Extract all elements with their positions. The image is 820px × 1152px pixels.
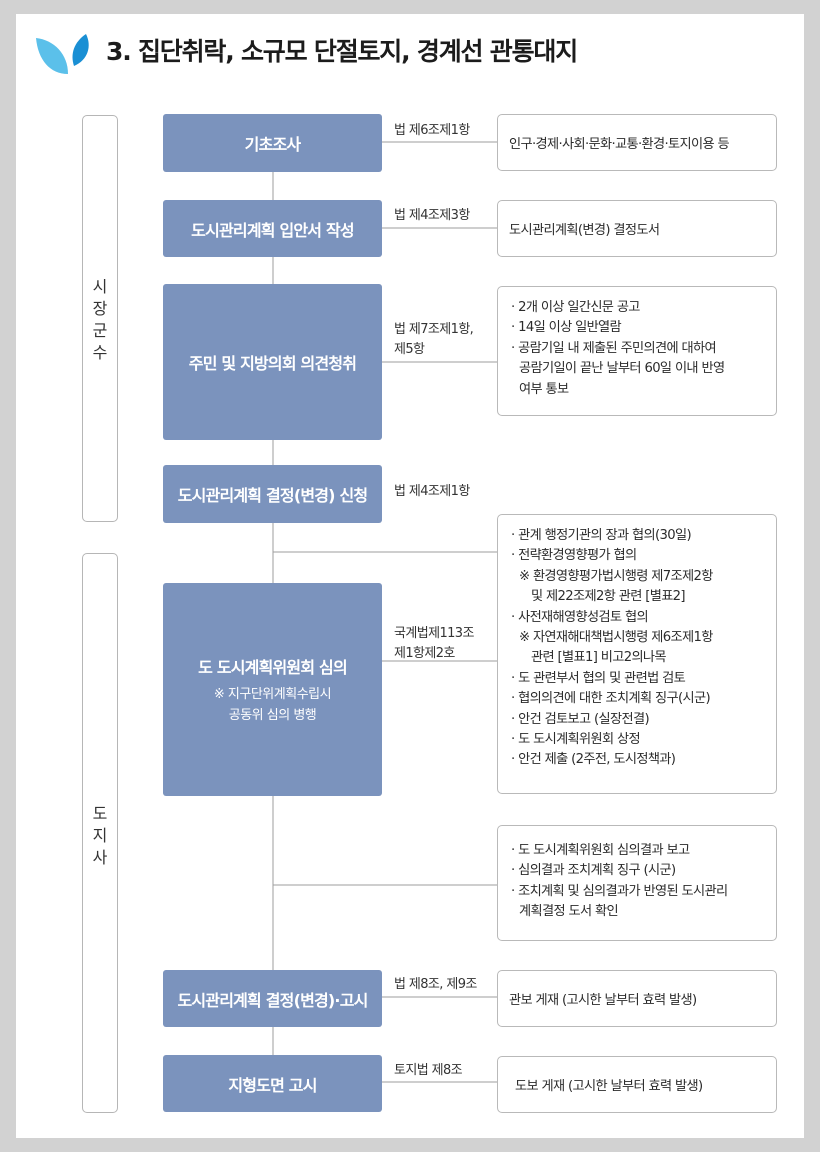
law-reference: 법 제4조제1항 [394, 482, 470, 502]
step-label: 주민 및 지방의회 의견청취 [188, 354, 357, 373]
law-reference: 법 제4조제3항 [394, 206, 470, 226]
step-label: 지형도면 고시 [228, 1075, 317, 1095]
law-line: 법 제6조제1항 [394, 123, 470, 138]
side-label-char: 군 [92, 321, 108, 340]
law-reference: 법 제8조, 제9조 [394, 975, 477, 995]
detail-line: · 조치계획 및 심의결과가 반영된 도시관리 [511, 883, 728, 899]
law-line: 제1항제2호 [394, 646, 455, 661]
detail-line: 관보 게재 (고시한 날부터 효력 발생) [509, 993, 697, 1008]
detail-line: · 공람기일 내 제출된 주민의견에 대하여 [511, 340, 717, 356]
step-basic-survey: 기초조사 [163, 114, 382, 172]
detail-box: 인구·경제·사회·문화·교통·환경·토지이용 등 [497, 114, 777, 171]
detail-line: · 안건 제출 (2주전, 도시정책과) [511, 752, 676, 768]
detail-line: · 사전재해영향성검토 협의 [511, 609, 649, 625]
detail-line: ※ 자연재해대책법시행령 제6조제1항 [519, 630, 713, 646]
page-title: 3. 집단취락, 소규모 단절토지, 경계선 관통대지 [106, 37, 578, 66]
law-line: 제5항 [394, 342, 425, 357]
detail-line: · 도 관련부서 협의 및 관련법 검토 [511, 670, 686, 686]
detail-line: 공람기일이 끝난 날부터 60일 이내 반영 [519, 361, 725, 377]
law-reference: 법 제6조제1항 [394, 121, 470, 141]
detail-line: · 2개 이상 일간신문 공고 [511, 300, 640, 315]
step-label: 도시관리계획 결정(변경)·고시 [177, 990, 368, 1010]
page: 3. 집단취락, 소규모 단절토지, 경계선 관통대지 시 장 군 수 도 지 … [16, 14, 804, 1138]
detail-line: 도보 게재 (고시한 날부터 효력 발생) [515, 1079, 703, 1094]
detail-line: · 심의결과 조치계획 징구 (시군) [511, 863, 676, 879]
step-label: 도시관리계획 결정(변경) 신청 [177, 486, 368, 505]
detail-line: · 전략환경영향평가 협의 [511, 548, 637, 564]
detail-line: 및 제22조제2항 관련 [별표2] [531, 589, 686, 605]
step-application: 도시관리계획 결정(변경) 신청 [163, 465, 382, 523]
side-label-char: 시 [92, 277, 108, 296]
side-label-do-ji-sa: 도 지 사 [82, 553, 118, 1113]
detail-line: · 도 도시계획위원회 심의결과 보고 [511, 843, 690, 858]
detail-line: 계획결정 도서 확인 [519, 904, 619, 920]
law-line: 토지법 제8조 [394, 1063, 463, 1078]
detail-line: 여부 통보 [519, 381, 569, 397]
side-label-char: 도 [92, 804, 108, 823]
step-topographic-map-notice: 지형도면 고시 [163, 1055, 382, 1112]
step-public-hearing: 주민 및 지방의회 의견청취 [163, 284, 382, 440]
side-label-si-jang-gun-su: 시 장 군 수 [82, 115, 118, 522]
law-line: 국계법제113조 [394, 626, 474, 641]
step-label: 기초조사 [244, 135, 301, 154]
step-note: 공동위 심의 병행 [228, 707, 317, 723]
side-label-char: 장 [92, 299, 108, 318]
side-label-char: 지 [92, 826, 108, 845]
step-label: 도 도시계획위원회 심의 [198, 657, 348, 677]
detail-line: 관련 [별표1] 비고2의나목 [531, 650, 667, 666]
step-draft-plan: 도시관리계획 입안서 작성 [163, 200, 382, 257]
law-line: 법 제8조, 제9조 [394, 977, 477, 992]
detail-line: · 14일 이상 일반열람 [511, 320, 622, 336]
detail-box: 도시관리계획(변경) 결정도서 [497, 200, 777, 257]
detail-line: · 협의의견에 대한 조치계획 징구(시군) [511, 691, 711, 707]
detail-line: · 안건 검토보고 (실장전결) [511, 711, 650, 727]
law-line: 법 제4조제3항 [394, 208, 470, 223]
step-label: 도시관리계획 입안서 작성 [191, 220, 354, 240]
detail-box: 관보 게재 (고시한 날부터 효력 발생) [497, 970, 777, 1027]
detail-line: ※ 환경영향평가법시행령 제7조제2항 [519, 568, 713, 584]
detail-box: · 2개 이상 일간신문 공고 · 14일 이상 일반열람 · 공람기일 내 제… [497, 286, 777, 416]
detail-box: · 도 도시계획위원회 심의결과 보고 · 심의결과 조치계획 징구 (시군) … [497, 825, 777, 941]
law-reference: 토지법 제8조 [394, 1061, 463, 1081]
side-label-char: 사 [92, 848, 108, 867]
law-reference: 법 제7조제1항, 제5항 [394, 320, 474, 360]
side-label-char: 수 [92, 343, 108, 362]
law-line: 법 제7조제1항, [394, 322, 474, 337]
detail-line: · 도 도시계획위원회 상정 [511, 732, 641, 748]
detail-line: 인구·경제·사회·문화·교통·환경·토지이용 등 [509, 137, 730, 152]
step-committee-review: 도 도시계획위원회 심의 ※ 지구단위계획수립시 공동위 심의 병행 [163, 583, 382, 796]
law-line: 법 제4조제1항 [394, 484, 470, 499]
detail-box: · 관계 행정기관의 장과 협의(30일) · 전략환경영향평가 협의 ※ 환경… [497, 514, 777, 794]
step-decision-notice: 도시관리계획 결정(변경)·고시 [163, 970, 382, 1027]
leaf-logo-icon [36, 34, 89, 74]
detail-box: 도보 게재 (고시한 날부터 효력 발생) [497, 1056, 777, 1113]
detail-line: · 관계 행정기관의 장과 협의(30일) [511, 528, 692, 543]
detail-line: 도시관리계획(변경) 결정도서 [509, 223, 660, 238]
step-note: ※ 지구단위계획수립시 [213, 686, 332, 702]
law-reference: 국계법제113조 제1항제2호 [394, 624, 474, 664]
